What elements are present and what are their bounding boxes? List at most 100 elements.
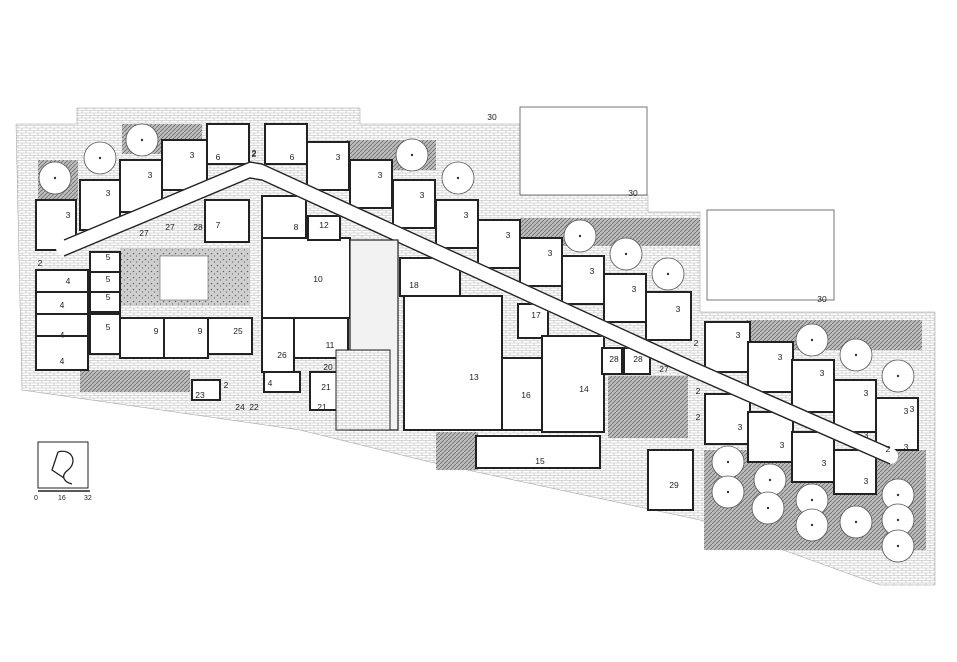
room-outline — [119, 317, 165, 359]
garden-bottom-left — [80, 370, 190, 392]
room-outline — [204, 199, 250, 243]
room-number-label: 5 — [106, 292, 111, 302]
room-number-label: 3 — [778, 352, 783, 362]
room-number-label: 14 — [579, 384, 589, 394]
stair-paving — [335, 349, 391, 431]
open-court-upper — [519, 106, 648, 196]
tree-trunk — [766, 506, 770, 510]
room-outline — [561, 255, 605, 305]
tree-trunk — [810, 498, 814, 502]
room-number-label: 3 — [780, 440, 785, 450]
room-outline — [191, 379, 221, 401]
room-number-label: 3 — [66, 210, 71, 220]
room-number-label: 28 — [609, 354, 619, 364]
room-outline — [435, 199, 479, 249]
room-outline — [392, 179, 436, 229]
room-outline — [349, 159, 393, 209]
room-number-label: 12 — [319, 220, 329, 230]
room-number-label: 3 — [336, 152, 341, 162]
room-number-label: 22 — [249, 402, 259, 412]
room-number-label: 3 — [904, 442, 909, 452]
room-number-label: 11 — [326, 340, 335, 350]
room-outline — [647, 449, 694, 511]
room-outline — [747, 411, 794, 463]
room-number-label: 3 — [420, 190, 425, 200]
room-number-label: 8 — [294, 222, 299, 232]
room-number-label: 3 — [590, 266, 595, 276]
room-outline — [747, 341, 794, 393]
room-number-label: 3 — [506, 230, 511, 240]
room-number-label: 3 — [910, 404, 915, 414]
room-outline — [263, 371, 301, 393]
room-number-label: 26 — [277, 350, 287, 360]
trees — [38, 123, 915, 563]
garden-patch-14 — [608, 376, 688, 438]
main-corridor-fill — [56, 161, 898, 464]
room-outline — [35, 269, 89, 293]
room-number-label: 27 — [139, 228, 149, 238]
room-number-label: 30 — [487, 112, 497, 122]
room-outline — [306, 141, 350, 191]
room-outline — [601, 347, 623, 375]
room-outline — [501, 357, 543, 431]
room-number-label: 21 — [321, 382, 331, 392]
room-number-label: 3 — [738, 422, 743, 432]
tree-trunk — [666, 272, 670, 276]
room-outline — [403, 295, 503, 431]
room-outline — [791, 359, 835, 413]
room-number-label: 2 — [696, 386, 701, 396]
tree-trunk — [98, 156, 102, 160]
room-number-label: 4 — [60, 330, 65, 340]
room-number-label: 9 — [198, 326, 203, 336]
tree-trunk — [768, 478, 772, 482]
room-number-label: 3 — [378, 170, 383, 180]
tree-trunk — [410, 153, 414, 157]
room-number-label: 27 — [165, 222, 175, 232]
room-outline — [603, 273, 647, 323]
room-number-label: 3 — [632, 284, 637, 294]
room-number-label: 4 — [268, 378, 273, 388]
room-number-label: 5 — [106, 274, 111, 284]
north-arrow-icon — [51, 450, 74, 485]
room-number-label: 3 — [464, 210, 469, 220]
room-outline — [261, 237, 351, 319]
tree-trunk — [456, 176, 460, 180]
room-outline — [541, 335, 605, 433]
room-outline — [207, 317, 253, 355]
tree-trunk — [53, 176, 57, 180]
room-number-label: 2 — [252, 148, 257, 158]
north-arrow-box — [37, 441, 89, 489]
room-number-label: 3 — [190, 150, 195, 160]
room-number-label: 3 — [820, 368, 825, 378]
room-number-label: 2 — [886, 444, 891, 454]
room-outline — [704, 393, 751, 445]
room-number-label: 3 — [864, 430, 869, 440]
scale-label-end: 32 — [84, 495, 92, 502]
room-number-label: 17 — [531, 310, 541, 320]
room-number-label: 21 — [317, 402, 327, 412]
room-number-label: 30 — [628, 188, 638, 198]
room-number-label: 20 — [323, 362, 333, 372]
room-outline — [307, 215, 341, 241]
room-number-label: 3 — [736, 330, 741, 340]
main-corridor-edge-upper — [63, 161, 891, 449]
room-number-label: 5 — [106, 252, 111, 262]
garden-court-center — [159, 255, 209, 301]
room-number-label: 30 — [817, 294, 827, 304]
room-outline — [519, 237, 563, 287]
room-number-label: 28 — [193, 222, 203, 232]
scale-label-mid: 16 — [58, 495, 66, 502]
walls — [35, 123, 919, 511]
main-corridor-edge-lower — [63, 177, 891, 465]
tree-trunk — [854, 520, 858, 524]
tree-trunk — [726, 460, 730, 464]
room-number-label: 3 — [864, 476, 869, 486]
tree-trunk — [726, 490, 730, 494]
room-number-label: 4 — [60, 300, 65, 310]
open-court-lower — [706, 209, 835, 301]
room-number-label: 3 — [864, 388, 869, 398]
tree-trunk — [896, 544, 900, 548]
room-outline — [35, 335, 89, 371]
room-outline — [163, 317, 209, 359]
